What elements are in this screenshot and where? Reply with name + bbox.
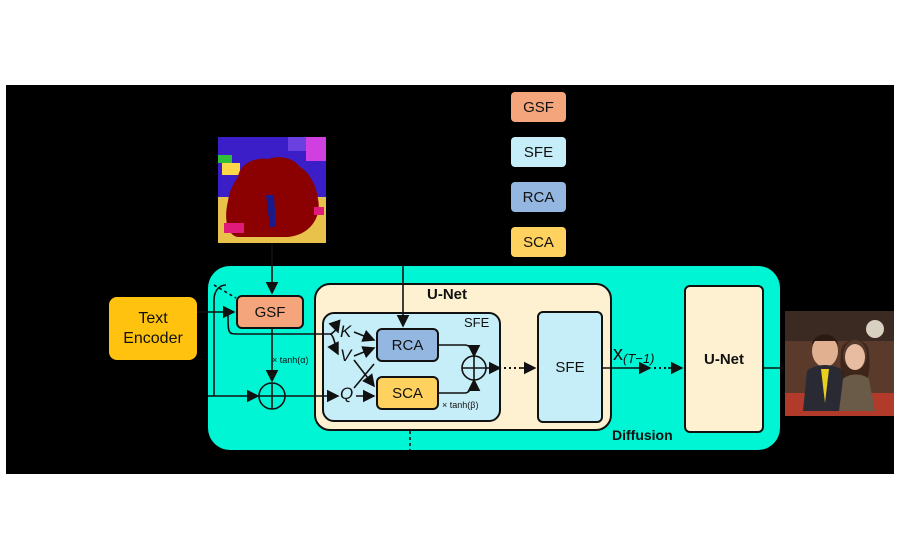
q-label: Q	[340, 384, 354, 403]
sfe-region-label: SFE	[464, 315, 490, 330]
legend-gsf: GSF	[511, 92, 566, 122]
rca-block: RCA	[376, 328, 439, 362]
text-encoder-line2: Encoder	[123, 329, 183, 347]
diffusion-label: Diffusion	[612, 427, 673, 443]
tanh-beta-label: × tanh(β)	[442, 400, 479, 410]
latent-x-main: x	[613, 343, 623, 365]
gsf-block: GSF	[236, 295, 304, 329]
sca-block: SCA	[376, 376, 439, 410]
legend-sfe: SFE	[511, 137, 566, 167]
legend-rca: RCA	[511, 182, 566, 212]
v-label: V	[340, 346, 352, 365]
text-encoder-line1: Text	[138, 309, 168, 327]
legend-sca: SCA	[511, 227, 566, 257]
unet-inner-title: U-Net	[427, 286, 467, 303]
output-photo-image	[785, 311, 894, 416]
k-label: K	[340, 322, 352, 341]
sfe-block: SFE	[537, 311, 603, 423]
tanh-alpha-label: × tanh(α)	[272, 355, 309, 365]
unet-outer-block: U-Net	[684, 285, 764, 433]
text-encoder-block: Text Encoder	[109, 297, 197, 360]
segmentation-map-image	[218, 137, 326, 243]
